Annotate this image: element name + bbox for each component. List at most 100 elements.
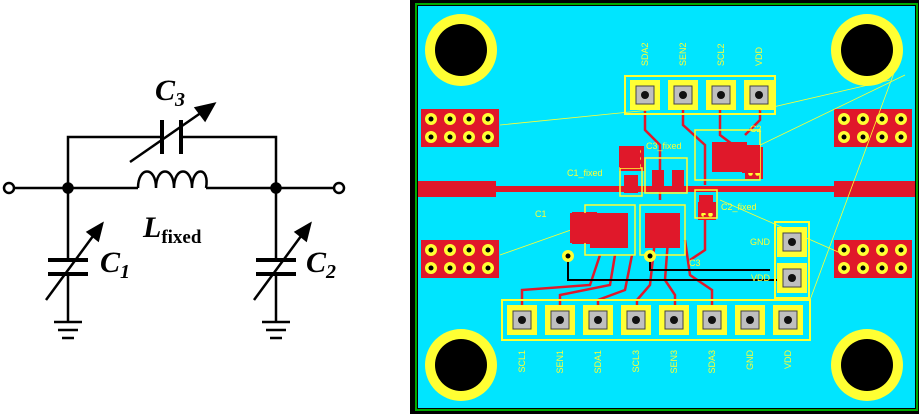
bottom-header-pin-sda3-5 [697, 305, 727, 335]
bottom-header-pin-gnd-6 [735, 305, 765, 335]
rf-trace-left [418, 181, 496, 197]
rf-trace-main [496, 186, 834, 192]
sma-pads-left-bottom-drill [485, 265, 491, 271]
bottom-pin-label: SEN3 [669, 350, 679, 374]
sma-pads-left-top-drill [447, 116, 453, 122]
c3-outline [639, 204, 686, 256]
sma-pads-left-bottom-drill [428, 265, 434, 271]
c3-ic [645, 213, 680, 248]
c2-arrowhead [293, 221, 312, 243]
c1-variable-arrow [44, 231, 98, 301]
sma-pads-right-bottom-drill [841, 247, 847, 253]
bottom-header-pin-sen3-4 [659, 305, 689, 335]
right-pin-label: VDD [751, 273, 771, 283]
top-header-pin-scl2-2-hole [717, 91, 725, 99]
c1-arrowhead [85, 221, 104, 243]
top-header-outline [624, 75, 776, 115]
c1-ic [590, 213, 628, 248]
right-header-pin-gnd-0-hole [788, 238, 796, 246]
sma-pads-left-bottom-drill [466, 265, 472, 271]
bottom-header-pin-scl3-3-hole [632, 316, 640, 324]
bottom-header-pin-sen1-1 [545, 305, 575, 335]
mount-hole-tr [841, 24, 893, 76]
c3-variable-arrow [129, 108, 206, 164]
bottom-pin-label: SCL1 [517, 350, 527, 373]
sma-pads-right-bottom-drill [860, 265, 866, 271]
mounting-holes [425, 14, 903, 401]
c1-label: C1 [100, 246, 130, 283]
sma-pads-right-top-drill [860, 134, 866, 140]
rf-trace [418, 181, 915, 197]
sma-pads-left-bottom-drill [428, 247, 434, 253]
sma-pads-right-top-drill [841, 134, 847, 140]
bottom-header-pin-sda1-2-hole [594, 316, 602, 324]
bottom-header-pin-scl3-3 [621, 305, 651, 335]
right-header-pin-gnd-0 [777, 227, 807, 257]
top-pin-label: SCL2 [716, 43, 726, 66]
top-pin-label: SEN2 [678, 42, 688, 66]
top-header-pin-sen2-1-hole [679, 91, 687, 99]
c1-fixed-label: C1_fixed [567, 168, 603, 178]
sma-pads-left-top-drill [428, 116, 434, 122]
c3-wire-right [181, 135, 278, 188]
sma-pads-right-bottom-drill [860, 247, 866, 253]
c3-label-pcb: C3 [689, 258, 701, 268]
sma-pads-right-top [834, 109, 912, 147]
sma-pads-right-bottom-drill [898, 265, 904, 271]
bottom-header-pin-sen1-1-hole [556, 316, 564, 324]
bottom-pin-label: GND [745, 350, 755, 371]
c2-label: C2 [306, 246, 336, 283]
bottom-header-pin-sen3-4-hole [670, 316, 678, 324]
c2-label-pcb: C2 [750, 124, 762, 134]
sma-pads-left-bottom [421, 240, 499, 278]
sma-pads-right-bottom [834, 240, 912, 278]
pcb-border [415, 3, 918, 411]
c1-fixed-pad [624, 175, 638, 193]
test-point-1-hole [565, 253, 571, 259]
bottom-pin-label: SCL3 [631, 350, 641, 373]
top-header-pin-vdd-3 [744, 80, 774, 110]
c3-wire-left [66, 135, 162, 188]
sma-pads-left-top-drill [466, 116, 472, 122]
sma-pads-right-top-drill [898, 134, 904, 140]
top-header-pin-scl2-2 [706, 80, 736, 110]
ic-pads [570, 142, 760, 248]
rf-trace-right [834, 181, 915, 197]
bottom-pin-label: SDA1 [593, 350, 603, 374]
top-header-pin-sda2-0 [630, 80, 660, 110]
c3-arrowhead [193, 102, 217, 123]
right-header: GND VDD [750, 221, 810, 299]
output-terminal [332, 181, 346, 195]
c2-ic [712, 142, 747, 172]
mount-hole-bl [435, 339, 487, 391]
sma-pads-right-bottom-drill [879, 247, 885, 253]
c3-fixed-outline [644, 157, 688, 194]
sma-pads-right-bottom-drill [841, 265, 847, 271]
top-header-pin-sen2-1 [668, 80, 698, 110]
sma-pads-left-bottom-drill [447, 265, 453, 271]
c1-fixed-top-pad [620, 148, 640, 168]
sma-pads-left-top [421, 109, 499, 147]
right-header-pin-vdd-1 [777, 263, 807, 293]
component-labels: C2 C3_fixed C1_fixed C2_fixed C1 C3 [535, 124, 762, 268]
sma-pads-right-bottom-drill [879, 265, 885, 271]
mount-hole-br [841, 339, 893, 391]
right-header-outline [774, 221, 810, 299]
circuit-schematic [2, 102, 346, 340]
sma-pads-right-top-drill [860, 116, 866, 122]
sma-pads-left-bottom-drill [485, 247, 491, 253]
bottom-header-pin-scl1-0 [507, 305, 537, 335]
right-pin-label: GND [750, 237, 771, 247]
sma-pads-left-top-drill [447, 134, 453, 140]
input-terminal [2, 181, 16, 195]
c2-ic-pads [742, 145, 760, 173]
c3-fixed-pad-1 [652, 170, 664, 186]
c3-label: C3 [155, 74, 185, 111]
right-header-pin-vdd-1-hole [788, 274, 796, 282]
c2-fixed-pad [699, 195, 713, 213]
sma-pads-left-bottom-drill [466, 247, 472, 253]
